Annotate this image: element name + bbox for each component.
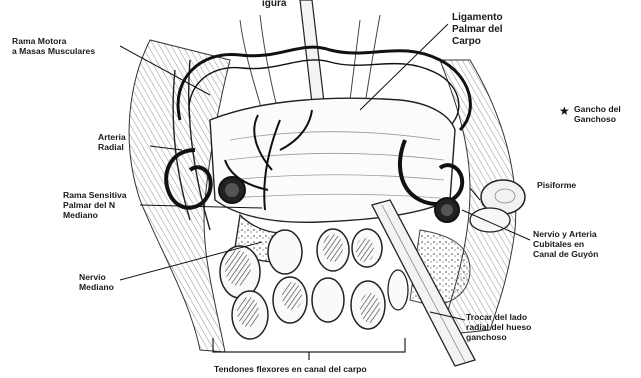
- label-tendones-flexores: Tendones flexores en canal del carpo: [214, 364, 367, 374]
- figure-title-fragment: igura: [262, 0, 286, 10]
- label-pisiforme: Pisiforme: [537, 180, 576, 190]
- label-rama-motora: Rama Motora a Masas Musculares: [12, 36, 95, 56]
- label-trocar: Trocar del lado radial del hueso ganchos…: [466, 312, 531, 342]
- label-rama-sensitiva: Rama Sensitiva Palmar del N Mediano: [63, 190, 127, 220]
- label-arteria-radial: Arteria Radial: [98, 132, 126, 152]
- tendons-bracket: [213, 338, 405, 360]
- label-nervio-arteria-cubitales: Nervio y Arteria Cubitales en Canal de G…: [533, 229, 598, 259]
- label-nervio-mediano: Nervio Mediano: [79, 272, 114, 292]
- palmar-carpal-ligament: [210, 98, 455, 222]
- star-marker: ★: [559, 104, 570, 118]
- label-gancho-ganchoso: Gancho del Ganchoso: [574, 104, 621, 124]
- label-ligamento-palmar: Ligamento Palmar del Carpo: [452, 12, 503, 48]
